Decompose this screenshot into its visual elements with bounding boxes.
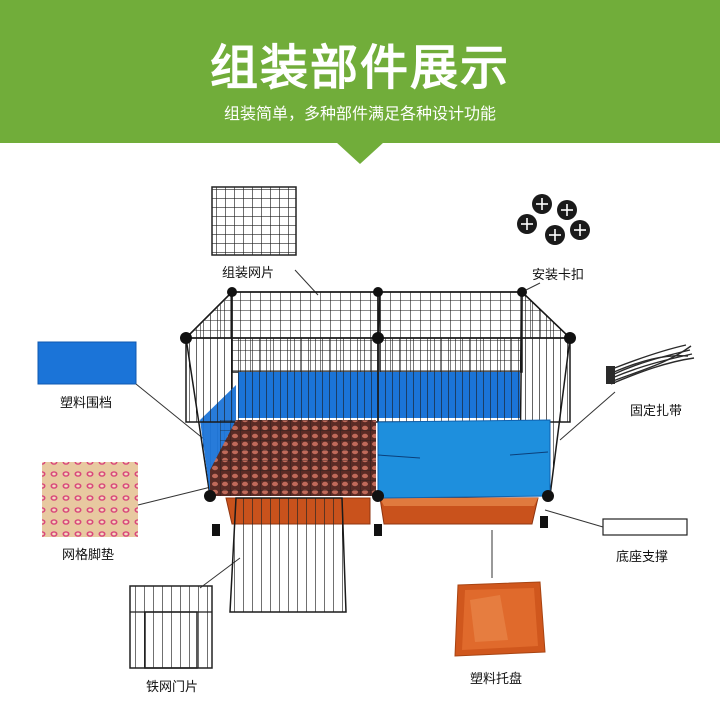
label-plastic-tray: 塑料托盘: [470, 672, 523, 687]
plastic-tray-part: [454, 581, 546, 657]
label-base-support: 底座支撑: [616, 550, 669, 565]
leader-line-fence: [135, 383, 206, 441]
header-banner: [0, 0, 720, 143]
label-grid-panel: 组装网片: [222, 266, 275, 281]
label-connector-clips: 安装卡扣: [532, 268, 585, 283]
label-mesh-mat: 网格脚垫: [62, 548, 115, 563]
connector-clips-part: [517, 194, 590, 245]
wire-door-part: [129, 585, 213, 669]
page-subtitle: 组装简单，多种部件满足各种设计功能: [223, 104, 496, 123]
leader-line-mat: [137, 485, 216, 506]
cable-tie-part: [606, 344, 695, 385]
leader-line-grid-panel: [294, 269, 319, 296]
base-support-part: [602, 518, 688, 536]
leader-line-cable-tie: [559, 391, 616, 441]
plastic-fence-part: [37, 341, 137, 385]
grid-panel-part: [211, 186, 297, 256]
mesh-mat-part: [42, 462, 138, 537]
leader-line-base: [544, 509, 604, 528]
label-plastic-fence: 塑料围档: [60, 396, 113, 411]
label-wire-door: 铁网门片: [146, 680, 199, 695]
banner-pointer: [336, 142, 384, 164]
label-cable-tie: 固定扎带: [630, 404, 683, 419]
page-title: 组装部件展示: [209, 40, 510, 96]
assembled-cage: [180, 287, 576, 613]
